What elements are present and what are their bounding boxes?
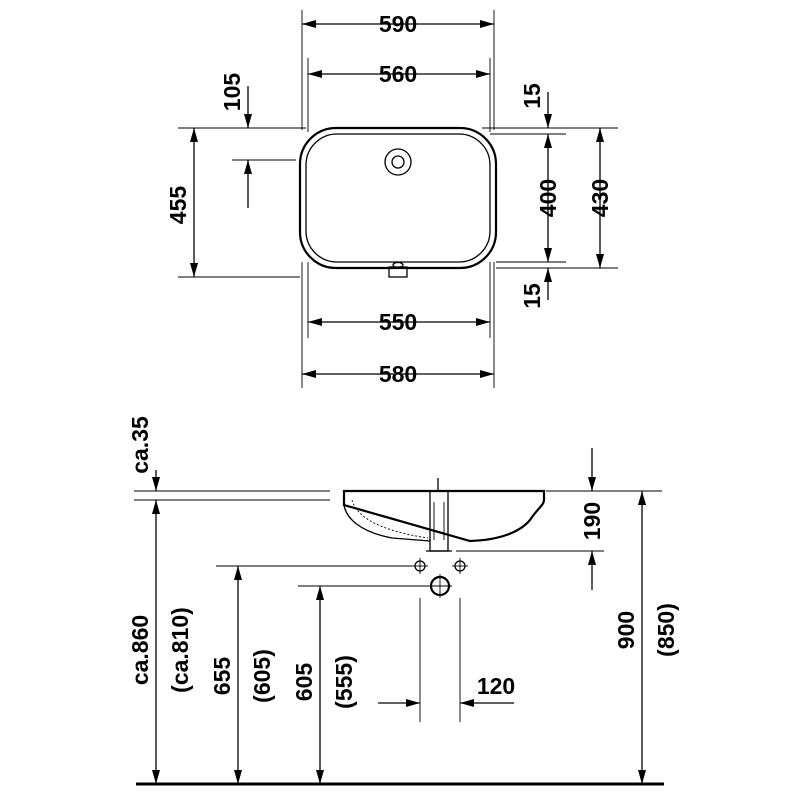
dim-inner-depth: 400 (535, 179, 561, 217)
top-view: 590 560 550 580 105 455 (165, 10, 618, 388)
basin-profile (342, 478, 546, 552)
dim-inner-width-bottom: 550 (379, 309, 417, 335)
dim-offset-top: 105 (219, 73, 245, 112)
dim-rim-bottom: 15 (519, 283, 545, 309)
dim-worktop-height-b: (850) (653, 603, 679, 657)
dim-inner-width-top: 560 (379, 61, 417, 87)
overflow-tab (388, 266, 408, 278)
drain-outer (384, 148, 412, 176)
drain-inner (391, 155, 405, 169)
dim-waste-height-a: 655 (209, 657, 235, 696)
basin-inner-outline (305, 133, 491, 263)
dim-outer-depth: 430 (587, 179, 613, 217)
dim-supply-spacing: 120 (477, 673, 515, 699)
dim-worktop-height-a: 900 (613, 611, 639, 649)
dim-overall-width: 590 (379, 11, 417, 37)
dim-overall-width-bottom: 580 (379, 361, 417, 387)
dim-supply-height-a: 605 (291, 663, 317, 702)
dim-height-rim-b: (ca.810) (167, 607, 193, 693)
dim-top-offset: ca.35 (127, 416, 153, 474)
dim-basin-depth: 190 (579, 502, 605, 540)
dim-supply-height-b: (555) (331, 655, 357, 709)
dim-waste-height-b: (605) (249, 649, 275, 703)
dim-height-rim-a: ca.860 (127, 615, 153, 685)
side-view: ca.35 ca.860 (ca.810) 655 (605) 605 (555… (127, 416, 679, 786)
dim-rim-top: 15 (519, 83, 545, 109)
supply-connections (412, 558, 468, 722)
dim-overall-depth: 455 (165, 186, 191, 225)
